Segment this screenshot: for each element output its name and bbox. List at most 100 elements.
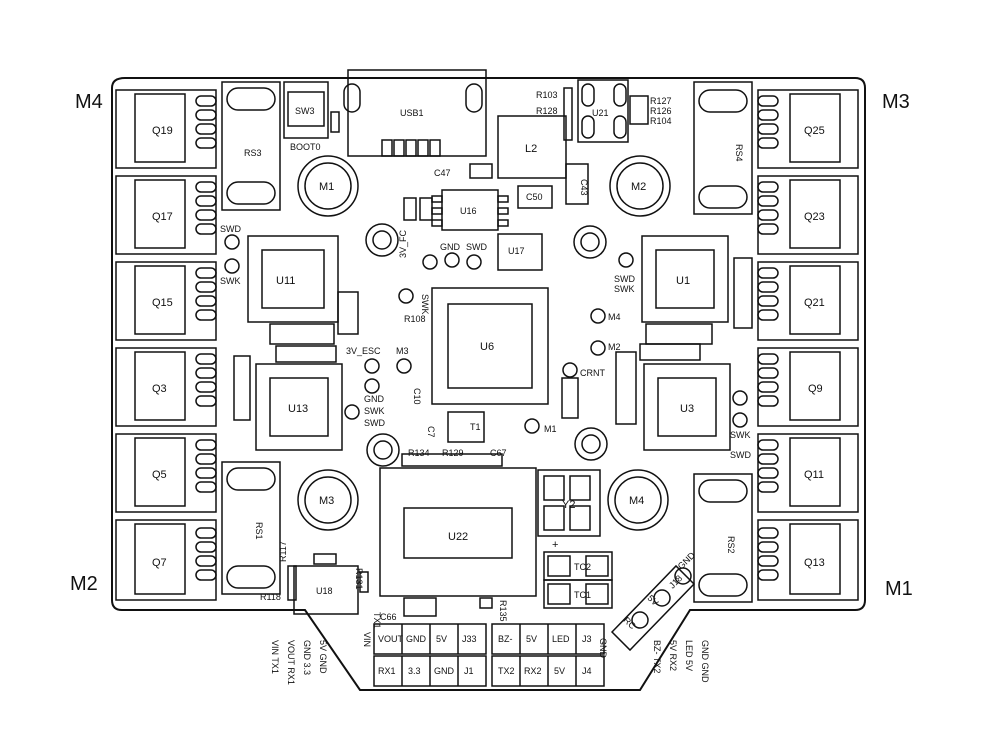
label-r108: R108 (404, 314, 426, 324)
label-plus-tc: + (552, 539, 558, 551)
shunt-rs1 (221, 461, 281, 595)
pad-swd-top (466, 254, 482, 270)
left-legend-line-1: 5V GND (318, 640, 328, 674)
connector-top-left (373, 623, 487, 655)
right-legend-line-1: GND GND (700, 640, 710, 683)
board-outline (111, 77, 866, 691)
conn-top-right-pin-4: J3 (582, 634, 592, 644)
right-legend-line-2: LED 5V (684, 640, 694, 671)
pad-swk-left (224, 258, 240, 274)
chip-u11 (247, 235, 339, 323)
conn-top-right-pin-2: 5V (526, 634, 537, 644)
conn-top-left-pin-4: J33 (462, 634, 477, 644)
label-vin: VIN (362, 632, 372, 647)
pad-label-m2: M2 (608, 342, 621, 352)
mosfet-right-label-1: Q25 (804, 125, 825, 137)
label-r118: R118 (260, 592, 281, 602)
small-hole-3 (366, 433, 400, 467)
left-legend-line-4: VIN TX1 (270, 640, 280, 674)
label-r127: R127 (650, 96, 672, 106)
mosfet-right-label-3: Q21 (804, 297, 825, 309)
pad-swk-lower (344, 404, 360, 420)
label-usb1: USB1 (400, 108, 424, 118)
connector-bottom-right (491, 655, 605, 687)
chip-label-u18: U18 (316, 586, 333, 596)
pad-label-swk-left: SWK (220, 276, 241, 286)
header-right-a (733, 257, 753, 329)
label-r134: R134 (408, 448, 430, 458)
label-r129: R129 (442, 448, 464, 458)
chip-label-u3: U3 (680, 403, 694, 415)
label-r128: R128 (536, 106, 558, 116)
pad-swd-left (224, 234, 240, 250)
pad-label-crnt: CRNT (580, 368, 605, 378)
mosfet-right-label-6: Q13 (804, 557, 825, 569)
chip-label-u6: U6 (480, 341, 494, 353)
pad-m4 (590, 308, 606, 324)
conn-top-left-pin-1: VOUT (378, 634, 404, 644)
mosfet-right-pins (757, 95, 779, 581)
left-legend-line-2: GND 3.3 (302, 640, 312, 675)
passive-row-u11b (275, 345, 337, 363)
label-r131: R131 (354, 568, 364, 590)
pad-3v-fc (422, 254, 438, 270)
label-c47: C47 (434, 168, 451, 178)
corner-label-m1: M1 (885, 578, 913, 600)
corner-label-m3: M3 (882, 91, 910, 113)
passive-row-u1b (639, 343, 701, 361)
small-hole-1 (365, 223, 399, 257)
resistor-row-r134 (401, 453, 503, 467)
label-c67: C67 (490, 448, 507, 458)
pad-crnt (562, 362, 578, 378)
mosfet-right-label-5: Q11 (804, 469, 824, 481)
rc-connector-j18 (610, 564, 696, 652)
chip-label-y2: Y2 (562, 499, 575, 511)
right-legend-line-4: BZ- TX2 (652, 640, 662, 673)
mosfet-left-label-5: Q5 (152, 469, 167, 481)
pad-label-gnd-top: GND (440, 242, 461, 252)
pad-label-swd-right-lower: SWD (730, 450, 751, 460)
mount-hole-bl (297, 469, 359, 531)
label-r135: R135 (498, 600, 508, 622)
resistor-array-left (563, 87, 573, 141)
chip-u22 (379, 467, 537, 597)
pad-gnd-top (444, 252, 460, 268)
chip-u17 (497, 233, 543, 271)
pad-gnd-right (732, 390, 748, 406)
connector-top-right (491, 623, 605, 655)
mosfet-right-label-2: Q23 (804, 211, 825, 223)
conn-bot-right-pin-1: TX2 (498, 666, 515, 676)
mount-hole-br (607, 469, 669, 531)
cap-c50 (517, 185, 553, 209)
pad-label-swd-left-lower: SWD (364, 418, 385, 428)
cap-c43 (565, 163, 589, 205)
mosfet-left-label-6: Q7 (152, 557, 167, 569)
mount-hole-tr (609, 155, 671, 217)
conn-bot-left-pin-4: J1 (464, 666, 474, 676)
cap-c47 (469, 163, 493, 179)
motor-hole-label-tl: M1 (319, 181, 334, 193)
passive-row-u1 (645, 323, 713, 345)
label-tx1: TX1 (372, 612, 382, 629)
label-r104: R104 (650, 116, 672, 126)
label-sw3: SW3 (295, 106, 315, 116)
label-r126: R126 (650, 106, 672, 116)
pad-m3 (396, 358, 412, 374)
mosfet-left-label-4: Q3 (152, 383, 167, 395)
conn-bot-left-pin-1: RX1 (378, 666, 396, 676)
mosfet-right-label-4: Q9 (808, 383, 823, 395)
pad-label-swd-top: SWD (466, 242, 487, 252)
resistor-array-c66 (403, 597, 437, 617)
conn-top-right-pin-1: BZ- (498, 634, 513, 644)
pad-label-swd-right: SWD (614, 274, 635, 284)
cap-tc2 (543, 551, 613, 581)
connector-bottom-left (373, 655, 487, 687)
usb1-connector (343, 69, 487, 157)
pad-label-3v-fc: 3V_FC (398, 229, 408, 258)
chip-u1 (641, 235, 729, 323)
pad-label-m3: M3 (396, 346, 409, 356)
label-tc2: TC2 (574, 562, 591, 572)
resistor-pair-b (419, 197, 433, 221)
pad-label-swd-left: SWD (220, 224, 241, 234)
